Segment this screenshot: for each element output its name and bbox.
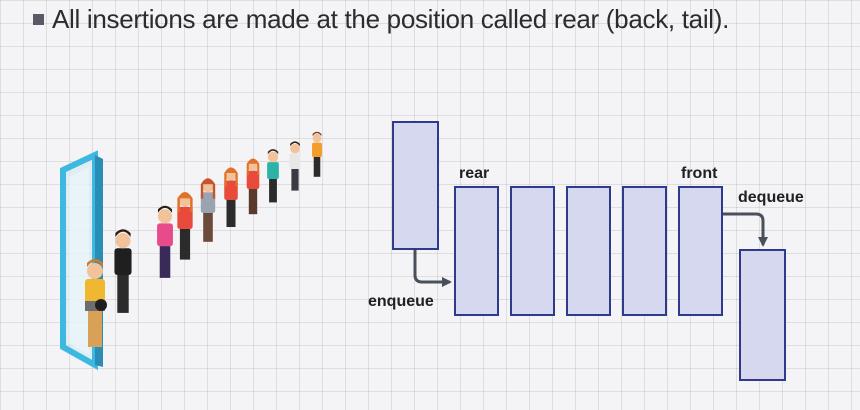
dequeued-element-box (739, 249, 786, 381)
bullet-icon (33, 14, 44, 25)
queue-cell (454, 186, 499, 316)
queue-cell (566, 186, 611, 316)
dequeue-arrow (723, 212, 768, 247)
incoming-element-box (392, 121, 439, 250)
queue-cell (678, 186, 723, 316)
people-queue-illustration (60, 131, 322, 371)
label-rear: rear (459, 165, 489, 182)
queue-cells (454, 186, 723, 316)
label-front: front (681, 165, 718, 182)
slide-heading: All insertions are made at the position … (52, 4, 730, 34)
queue-cell (510, 186, 555, 316)
label-enqueue: enqueue (368, 293, 434, 310)
label-dequeue: dequeue (738, 189, 804, 206)
door-frame-icon (60, 150, 103, 371)
queue-diagram: rear front dequeue enqueue (368, 121, 804, 381)
queue-cell (622, 186, 667, 316)
enqueue-arrow (413, 250, 452, 287)
people-queue (85, 131, 322, 347)
